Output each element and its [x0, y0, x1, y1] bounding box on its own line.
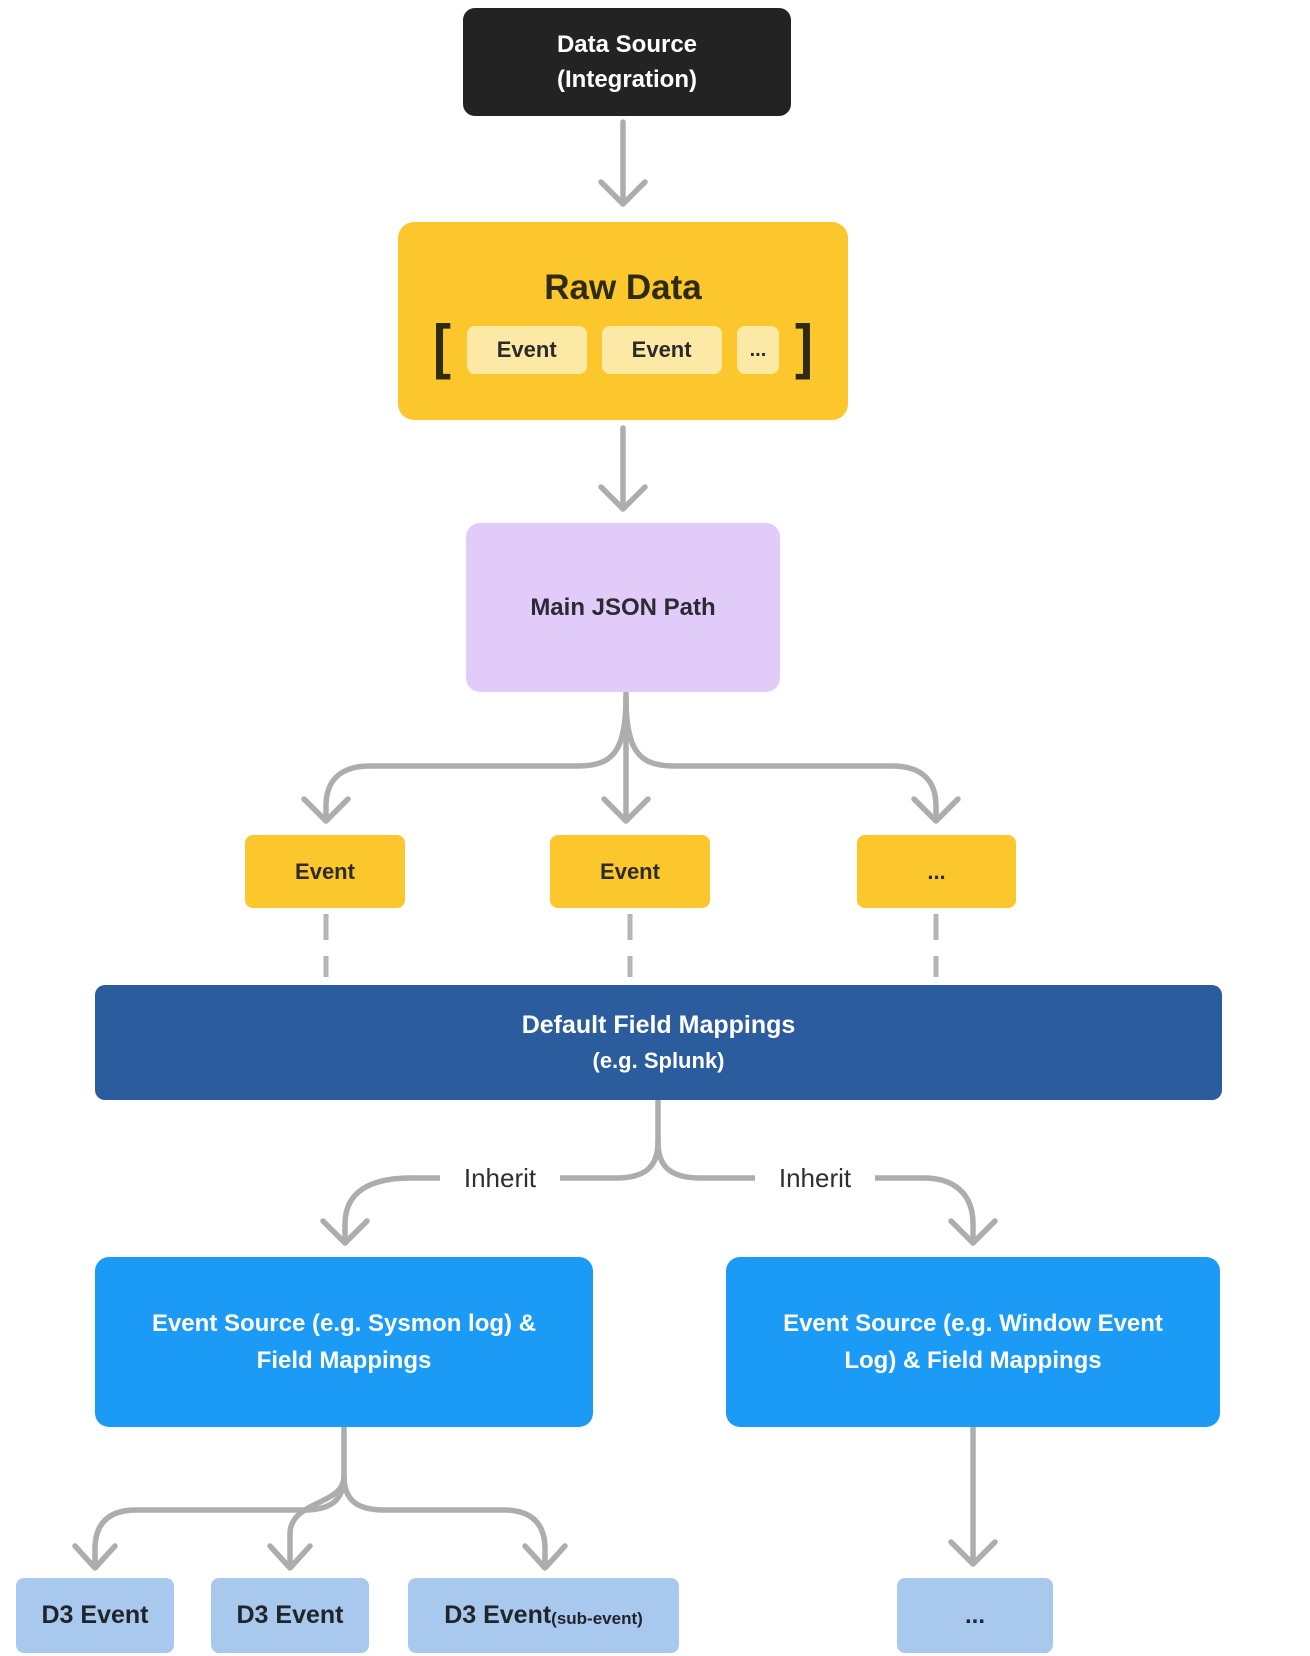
event-node-1: Event — [245, 835, 405, 908]
default-field-mappings-line1: Default Field Mappings — [521, 1010, 796, 1039]
arrowhead-down-icon — [320, 1218, 370, 1246]
raw-data-node: Raw Data [ Event Event ... ] — [398, 222, 848, 420]
fork-right-line-b — [865, 1175, 976, 1245]
fork-right-line — [341, 1473, 548, 1569]
arrowhead-down-icon — [267, 1543, 313, 1571]
d3-event-node-subevent: D3 Event(sub-event) — [408, 1578, 679, 1653]
arrowhead-down-icon — [301, 796, 351, 824]
event-chip: Event — [601, 326, 722, 374]
arrow-eventsource-to-ellipsis — [948, 1424, 998, 1567]
fork-inherit — [320, 1097, 998, 1246]
inherit-label-right: Inherit — [755, 1160, 875, 1196]
event-source-sysmon-node: Event Source (e.g. Sysmon log) & Field M… — [95, 1257, 593, 1427]
arrowhead-down-icon — [522, 1543, 568, 1571]
d3-event-node-ellipsis: ... — [897, 1578, 1053, 1653]
fork-left-line-b — [342, 1175, 451, 1245]
arrowhead-down-icon — [948, 1218, 998, 1246]
arrowhead-down-icon — [598, 179, 648, 207]
ellipsis-chip: ... — [736, 326, 780, 374]
open-bracket: [ — [432, 313, 451, 380]
event-node-label: ... — [927, 858, 946, 884]
data-source-line2: (Integration) — [557, 66, 697, 93]
dashed-links-events-to-mappings — [323, 914, 939, 977]
event-source-window-line1: Event Source (e.g. Window Event — [783, 1310, 1163, 1337]
d3-event-label: D3 Event — [41, 1601, 149, 1629]
event-node-2: Event — [550, 835, 710, 908]
d3-event-node-2: D3 Event — [211, 1578, 369, 1653]
event-node-label: Event — [600, 858, 660, 884]
main-json-path-label: Main JSON Path — [530, 593, 716, 621]
fork-middle-line — [287, 1473, 347, 1569]
fork-left-line — [92, 1473, 347, 1569]
fork-mainjsonpath-to-events — [301, 689, 961, 824]
event-node-label: Event — [295, 858, 355, 884]
event-chip: Event — [466, 326, 587, 374]
fork-left-line — [323, 695, 629, 823]
d3-event-subevent-suffix: (sub-event) — [551, 1608, 643, 1628]
arrowhead-down-icon — [72, 1543, 118, 1571]
d3-event-label: ... — [964, 1601, 985, 1629]
event-source-window-node: Event Source (e.g. Window Event Log) & F… — [726, 1257, 1220, 1427]
event-node-ellipsis: ... — [857, 835, 1016, 908]
fork-right-line-a — [655, 1139, 765, 1181]
main-json-path-node: Main JSON Path — [466, 523, 780, 692]
arrowhead-down-icon — [948, 1539, 998, 1567]
close-bracket: ] — [795, 313, 814, 380]
data-source-node: Data Source (Integration) — [463, 8, 791, 116]
inherit-label-left: Inherit — [440, 1160, 560, 1196]
arrow-datasource-to-rawdata — [598, 119, 648, 207]
d3-event-node-1: D3 Event — [16, 1578, 174, 1653]
arrow-rawdata-to-mainjsonpath — [598, 425, 648, 512]
d3-event-label: D3 Event — [444, 1601, 552, 1629]
fork-eventsource-to-d3events — [72, 1424, 568, 1571]
default-field-mappings-line2: (e.g. Splunk) — [592, 1047, 725, 1073]
arrowhead-down-icon — [601, 796, 651, 824]
raw-data-event-list: [ Event Event ... ] — [432, 313, 814, 380]
fork-right-line — [623, 695, 939, 823]
arrowhead-down-icon — [598, 484, 648, 512]
event-source-sysmon-line1: Event Source (e.g. Sysmon log) & — [151, 1310, 537, 1337]
fork-left-line-a — [549, 1139, 661, 1181]
event-source-sysmon-line2: Field Mappings — [256, 1347, 432, 1374]
raw-data-title: Raw Data — [544, 268, 702, 307]
arrowhead-down-icon — [911, 796, 961, 824]
data-source-line1: Data Source — [556, 31, 698, 58]
event-source-window-line2: Log) & Field Mappings — [844, 1347, 1102, 1374]
default-field-mappings-node: Default Field Mappings (e.g. Splunk) — [95, 985, 1222, 1100]
d3-event-label: D3 Event — [236, 1601, 344, 1629]
